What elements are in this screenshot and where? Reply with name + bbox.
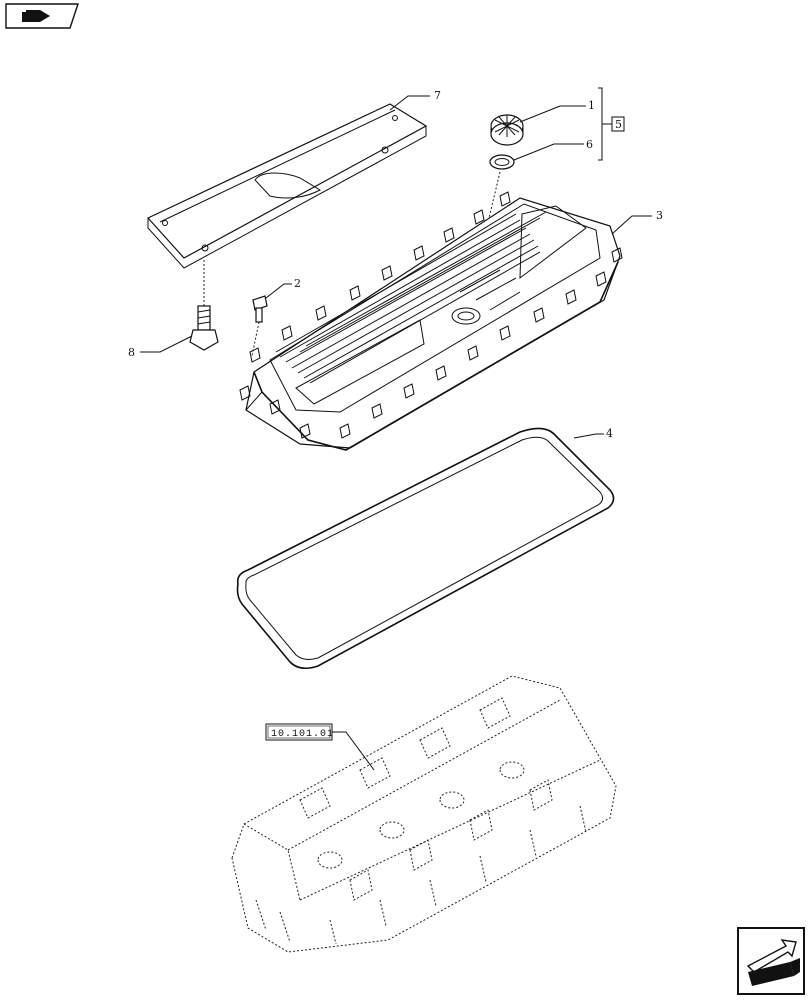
small-screw	[252, 295, 268, 323]
bolt	[189, 305, 219, 351]
oil-filler-cap	[490, 114, 524, 146]
callout-1: 1	[588, 99, 595, 112]
reference-link[interactable]: 10.101.01	[265, 723, 334, 741]
callout-6: 6	[586, 138, 593, 151]
next-page-arrow-icon[interactable]	[737, 927, 805, 995]
callout-5: 5	[615, 118, 622, 131]
callout-3: 3	[656, 209, 663, 222]
leader-lines	[140, 87, 652, 771]
seal-ring	[489, 154, 515, 170]
valve-cover	[239, 191, 623, 451]
valve-cover-gasket	[236, 427, 615, 670]
book-page-arrow-icon[interactable]	[5, 3, 79, 29]
callout-8: 8	[128, 346, 135, 359]
cylinder-head-reference	[231, 675, 617, 953]
callout-7: 7	[434, 89, 441, 102]
callout-4: 4	[606, 427, 613, 440]
callout-5-box	[611, 116, 625, 132]
reference-label: 10.101.01	[271, 729, 334, 740]
callout-2: 2	[294, 277, 301, 290]
heat-shield-plate	[147, 103, 428, 269]
